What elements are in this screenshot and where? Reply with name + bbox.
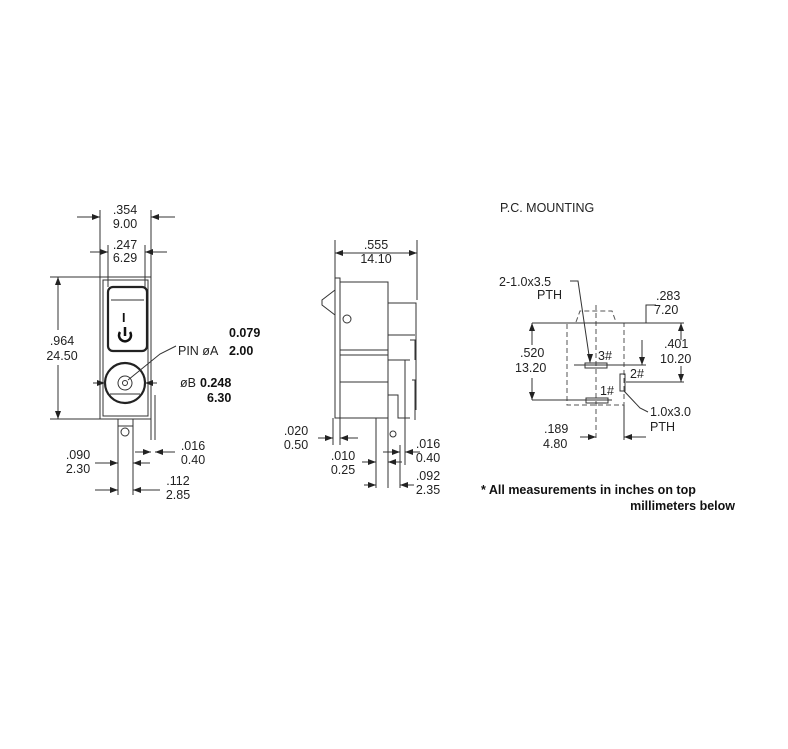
dim-flange-in: .020 — [284, 424, 308, 438]
hole-label-1: 2-1.0x3.5 — [499, 275, 551, 289]
side-view: .555 14.10 .020 0.50 .010 0.25 .016 0.40… — [284, 238, 440, 497]
dim-width-outer-in: .354 — [113, 203, 137, 217]
dim-right-offset-mm: 10.20 — [660, 352, 691, 366]
dim-tab-spacing-in: .092 — [416, 469, 440, 483]
dim-tab-offset-in: .090 — [66, 448, 90, 462]
reset-button — [103, 361, 147, 405]
dim-tab-spacing-mm: 2.35 — [416, 483, 440, 497]
dim-side-tab-in: .016 — [416, 437, 440, 451]
pin2-label: 2# — [630, 367, 644, 381]
dim-side-tab-mm: 0.40 — [416, 451, 440, 465]
dim-tab-offset-mm: 2.30 — [66, 462, 90, 476]
front-view: I .354 9.00 .247 — [46, 203, 260, 502]
hole-label-2: 1.0x3.0 — [650, 405, 691, 419]
hole-2 — [619, 373, 626, 392]
dim-tab-width-in: .112 — [166, 474, 189, 488]
hole-label-1b: PTH — [537, 288, 562, 302]
rocker-on-symbol: I — [122, 311, 125, 325]
pin1-label: 1# — [600, 384, 614, 398]
dim-gap-in: .010 — [331, 449, 355, 463]
pc-mounting-title: P.C. MOUNTING — [500, 201, 594, 215]
pc-mounting-view: P.C. MOUNTING 2-1.0x3.5 PTH .283 7.20 .5… — [499, 201, 691, 451]
dim-depth-mm: 14.10 — [360, 252, 391, 266]
dim-x-offset-in: .189 — [544, 422, 568, 436]
dim-height-mm: 24.50 — [46, 349, 77, 363]
dim-top-offset-mm: 7.20 — [654, 303, 678, 317]
hole-label-2b: PTH — [650, 420, 675, 434]
footnote-line2: millimeters below — [630, 499, 735, 513]
b-label: øB — [180, 376, 196, 390]
dim-width-rocker-in: .247 — [113, 238, 137, 252]
dim-right-offset-in: .401 — [664, 337, 688, 351]
b-dia-in: 0.248 — [200, 376, 231, 390]
pin-label: PIN øA — [178, 344, 219, 358]
dim-pc-height-in: .520 — [520, 346, 544, 360]
pin3-label: 3# — [598, 349, 612, 363]
dim-width-outer-mm: 9.00 — [113, 217, 137, 231]
dim-height-in: .964 — [50, 334, 74, 348]
b-dia-mm: 6.30 — [207, 391, 231, 405]
dim-width-rocker-mm: 6.29 — [113, 251, 137, 265]
dim-tab-thickness-in: .016 — [181, 439, 205, 453]
dim-tab-thickness-mm: 0.40 — [181, 453, 205, 467]
dim-x-offset-mm: 4.80 — [543, 437, 567, 451]
dim-gap-mm: 0.25 — [331, 463, 355, 477]
dim-flange-mm: 0.50 — [284, 438, 308, 452]
dim-tab-width-mm: 2.85 — [166, 488, 190, 502]
dim-depth-in: .555 — [364, 238, 388, 252]
pin-dia-in: 0.079 — [229, 326, 260, 340]
pin-dia-mm: 2.00 — [229, 344, 253, 358]
switch-body-front — [99, 276, 152, 420]
rocker — [106, 285, 149, 353]
dim-top-offset-in: .283 — [656, 289, 680, 303]
dim-pc-height-mm: 13.20 — [515, 361, 546, 375]
footnote-line1: * All measurements in inches on top — [481, 483, 696, 497]
power-icon — [117, 327, 133, 343]
